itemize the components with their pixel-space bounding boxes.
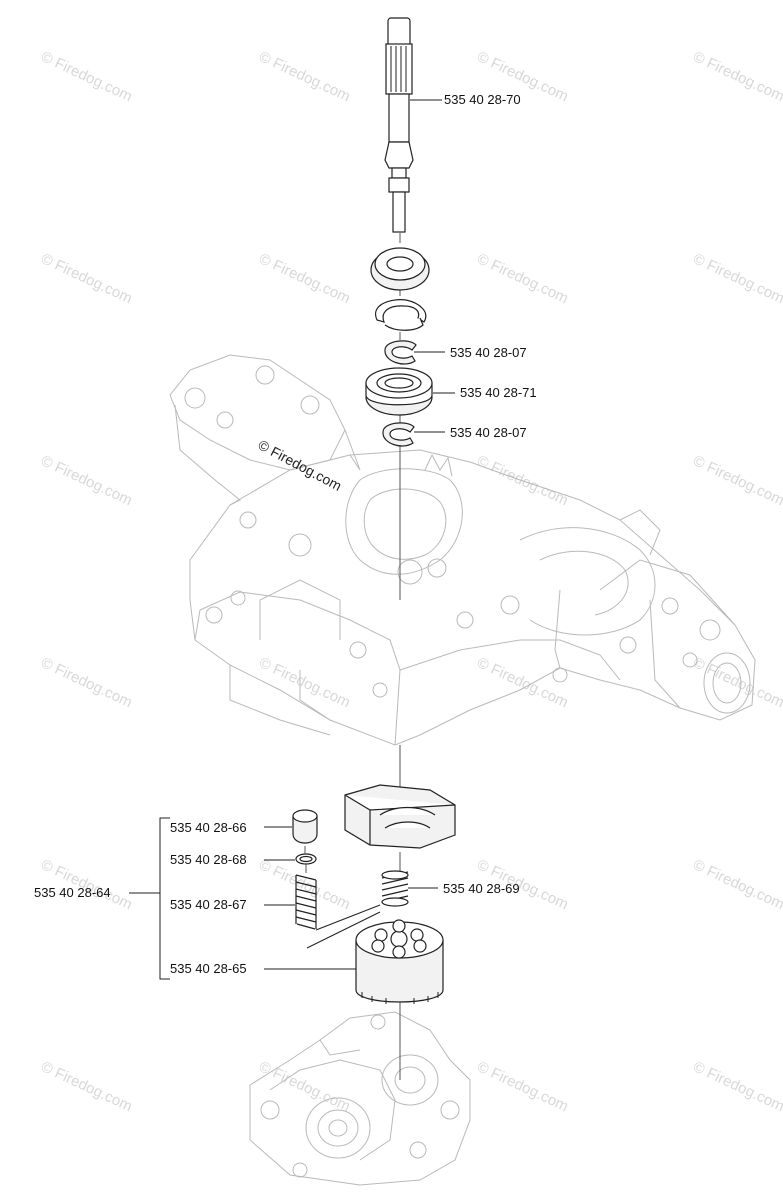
- watermark: © Firedog.com: [256, 1058, 353, 1115]
- assembly-guides: [304, 846, 381, 949]
- leader-lines: [129, 99, 455, 980]
- drive-shaft[interactable]: [384, 17, 414, 233]
- snap-ring-upper[interactable]: [384, 340, 417, 365]
- part-label-kit: 535 40 28-64: [34, 885, 111, 900]
- transmission-housing: [169, 354, 756, 746]
- watermark: © Firedog.com: [690, 856, 783, 913]
- watermark: © Firedog.com: [690, 452, 783, 509]
- watermark: © Firedog.com: [474, 1058, 571, 1115]
- part-label-snap-ring-lower: 535 40 28-07: [450, 425, 527, 440]
- part-label-center-spring: 535 40 28-69: [443, 881, 520, 896]
- piston-spring[interactable]: [295, 874, 317, 930]
- part-label-piston: 535 40 28-66: [170, 820, 247, 835]
- ball-bearing[interactable]: [365, 367, 433, 416]
- part-label-cylinder-block: 535 40 28-65: [170, 961, 247, 976]
- part-label-piston-ring: 535 40 28-68: [170, 852, 247, 867]
- watermark: © Firedog.com: [256, 250, 353, 307]
- part-label-bearing: 535 40 28-71: [460, 385, 537, 400]
- watermark: © Firedog.com: [38, 1058, 135, 1115]
- center-spring[interactable]: [381, 870, 409, 907]
- retaining-ring[interactable]: [374, 299, 427, 331]
- part-label-shaft: 535 40 28-70: [444, 92, 521, 107]
- seal-ring[interactable]: [370, 247, 430, 291]
- swash-plate[interactable]: [344, 784, 456, 849]
- watermark: © Firedog.com: [38, 250, 135, 307]
- part-label-snap-ring-upper: 535 40 28-07: [450, 345, 527, 360]
- watermark: © Firedog.com: [690, 48, 783, 105]
- cylinder-block[interactable]: [355, 919, 444, 1004]
- piston-ring[interactable]: [295, 853, 317, 865]
- watermark: © Firedog.com: [256, 48, 353, 105]
- part-label-piston-spring: 535 40 28-67: [170, 897, 247, 912]
- part-labels: 535 40 28-70 535 40 28-07 535 40 28-71 5…: [34, 92, 537, 976]
- watermark: © Firedog.com: [38, 452, 135, 509]
- piston[interactable]: [292, 809, 318, 844]
- watermark: © Firedog.com: [690, 250, 783, 307]
- watermark: © Firedog.com: [38, 48, 135, 105]
- watermark: © Firedog.com: [474, 250, 571, 307]
- lower-cover: [249, 1011, 471, 1186]
- watermark: © Firedog.com: [690, 1058, 783, 1115]
- snap-ring-lower[interactable]: [382, 422, 415, 447]
- watermark: © Firedog.com: [38, 654, 135, 711]
